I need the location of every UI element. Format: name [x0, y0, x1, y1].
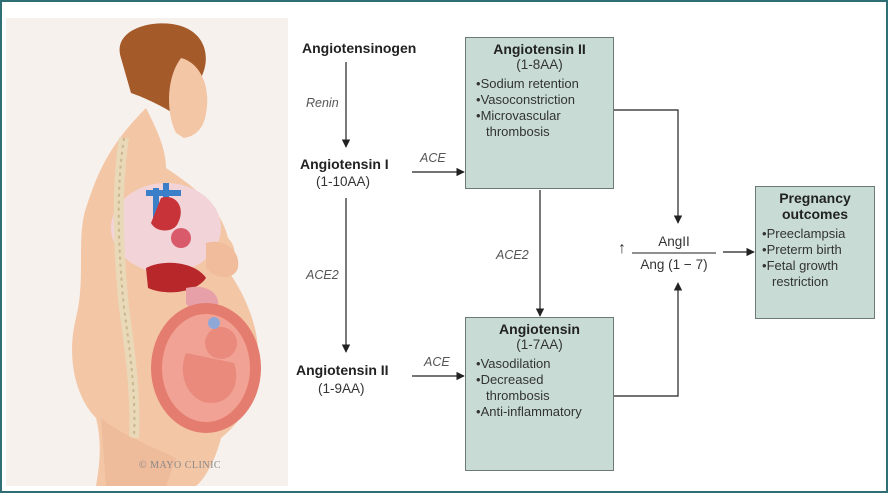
- effect-item: Decreased thrombosis: [476, 372, 609, 404]
- effect-item: Vasoconstriction: [476, 92, 609, 108]
- renin-label: Renin: [306, 96, 339, 110]
- ratio-numerator: AngII: [632, 234, 716, 249]
- effect-item: Anti-inflammatory: [476, 404, 609, 420]
- box-angiotensin-2-title: Angiotensin II: [466, 41, 613, 57]
- outcomes-title-line2: outcomes: [756, 206, 874, 222]
- arrow-ang17-to-ratio: [614, 283, 678, 396]
- angiotensin-1-label: Angiotensin I: [300, 156, 389, 172]
- ace-label-bottom: ACE: [424, 355, 450, 369]
- outcomes-title-line1: Pregnancy: [756, 190, 874, 206]
- outcomes-list: Preeclampsia Preterm birth Fetal growth …: [756, 226, 874, 290]
- effect-item: Vasodilation: [476, 356, 609, 372]
- ratio-denominator: Ang (1 − 7): [632, 257, 716, 272]
- angiotensin-2-left-label: Angiotensin II: [296, 362, 389, 378]
- effect-item: Microvascular thrombosis: [476, 108, 609, 140]
- box-pregnancy-outcomes: Pregnancy outcomes Preeclampsia Preterm …: [755, 186, 875, 319]
- box-angiotensin-2-code: (1-8AA): [466, 57, 613, 72]
- angiotensinogen-label: Angiotensinogen: [302, 40, 416, 56]
- box-angiotensin-1-7: Angiotensin (1-7AA) Vasodilation Decreas…: [465, 317, 614, 471]
- effect-item: Sodium retention: [476, 76, 609, 92]
- ace2-label-left: ACE2: [306, 268, 339, 282]
- outcome-item: Preterm birth: [762, 242, 870, 258]
- arrow-angII-to-ratio: [614, 110, 678, 223]
- angiotensin-1-code: (1-10AA): [316, 174, 370, 189]
- box-angiotensin-2: Angiotensin II (1-8AA) Sodium retention …: [465, 37, 614, 189]
- ace-label-top: ACE: [420, 151, 446, 165]
- ace2-label-middle: ACE2: [496, 248, 529, 262]
- box-angiotensin-2-effects: Sodium retention Vasoconstriction Microv…: [466, 76, 613, 140]
- outcome-item: Fetal growth restriction: [762, 258, 870, 290]
- angiotensin-2-left-code: (1-9AA): [318, 381, 365, 396]
- box-angiotensin-1-7-title: Angiotensin: [466, 321, 613, 337]
- up-arrow-symbol: ↑: [618, 240, 626, 258]
- outcome-item: Preeclampsia: [762, 226, 870, 242]
- box-angiotensin-1-7-code: (1-7AA): [466, 337, 613, 352]
- box-angiotensin-1-7-effects: Vasodilation Decreased thrombosis Anti-i…: [466, 356, 613, 420]
